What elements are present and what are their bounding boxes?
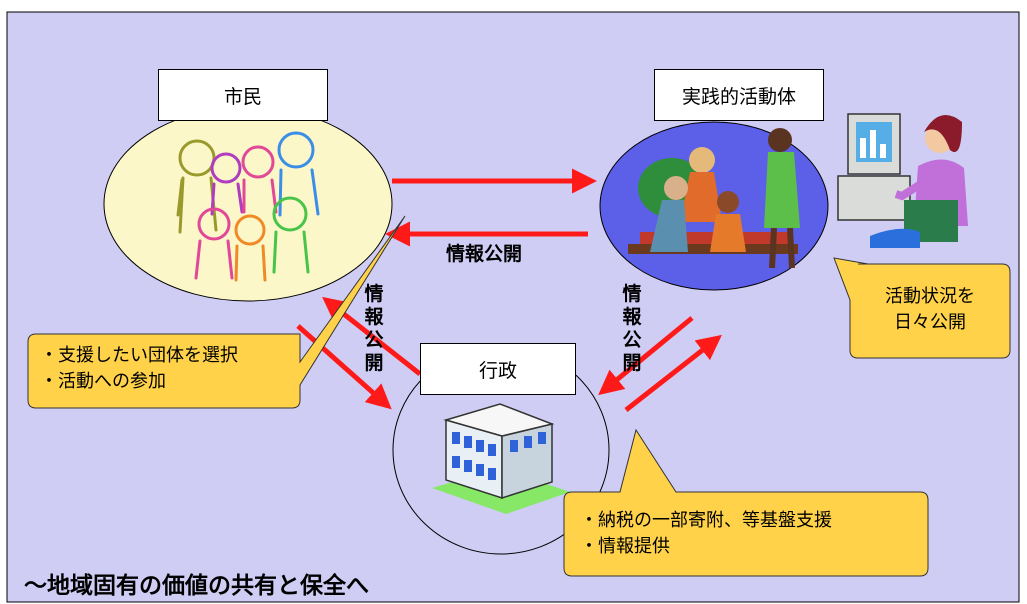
vertical-right-char: 開 xyxy=(622,352,642,374)
arrow-government-to-activity xyxy=(624,334,722,412)
government-callout-text: ・納税の一部寄附、等基盤支援 ・情報提供 xyxy=(580,508,832,560)
citizen-label: 市民 xyxy=(158,69,328,121)
citizen-callout-text: ・支援したい団体を選択 ・活動への参加 xyxy=(40,343,238,395)
callout-line: ・納税の一部寄附、等基盤支援 xyxy=(580,510,832,531)
callout-line: ・活動への参加 xyxy=(40,371,166,392)
vertical-right-char: 公 xyxy=(622,329,642,351)
vertical-right-char: 情 xyxy=(622,283,642,305)
footer-caption: ～地域固有の価値の共有と保全へ xyxy=(24,573,369,599)
government-callout-shape xyxy=(563,428,929,577)
horizontal-info-disclosure-label: 情報公開 xyxy=(446,243,523,265)
callout-line: 活動状況を xyxy=(885,286,975,307)
building-illustration xyxy=(432,403,570,514)
vertical-info-disclosure-right-label: 情 報 公 開 xyxy=(620,283,644,375)
vertical-right-char: 報 xyxy=(622,306,642,328)
vertical-left-char: 報 xyxy=(364,306,384,328)
citizens-illustration xyxy=(176,131,320,282)
activity-callout-text: 活動状況を 日々公開 xyxy=(850,284,1010,336)
activity-callout-shape xyxy=(833,257,1011,359)
arrow-activity-to-government xyxy=(598,316,694,396)
callout-line: ・支援したい団体を選択 xyxy=(40,345,238,366)
callout-line: 日々公開 xyxy=(894,312,966,333)
vertical-left-char: 開 xyxy=(364,352,384,374)
computer-user-illustration xyxy=(837,113,968,248)
callout-line: ・情報提供 xyxy=(580,536,670,557)
arrow-citizen-to-government xyxy=(296,324,392,410)
picnic-illustration xyxy=(628,128,800,269)
activity-body-label: 実践的活動体 xyxy=(654,69,824,121)
citizen-callout-shape xyxy=(27,215,406,409)
government-label: 行政 xyxy=(420,343,576,395)
vertical-info-disclosure-left-label: 情 報 公 開 xyxy=(362,283,386,375)
vertical-left-char: 情 xyxy=(364,283,384,305)
citizen-ellipse xyxy=(103,106,393,302)
vertical-left-char: 公 xyxy=(364,329,384,351)
